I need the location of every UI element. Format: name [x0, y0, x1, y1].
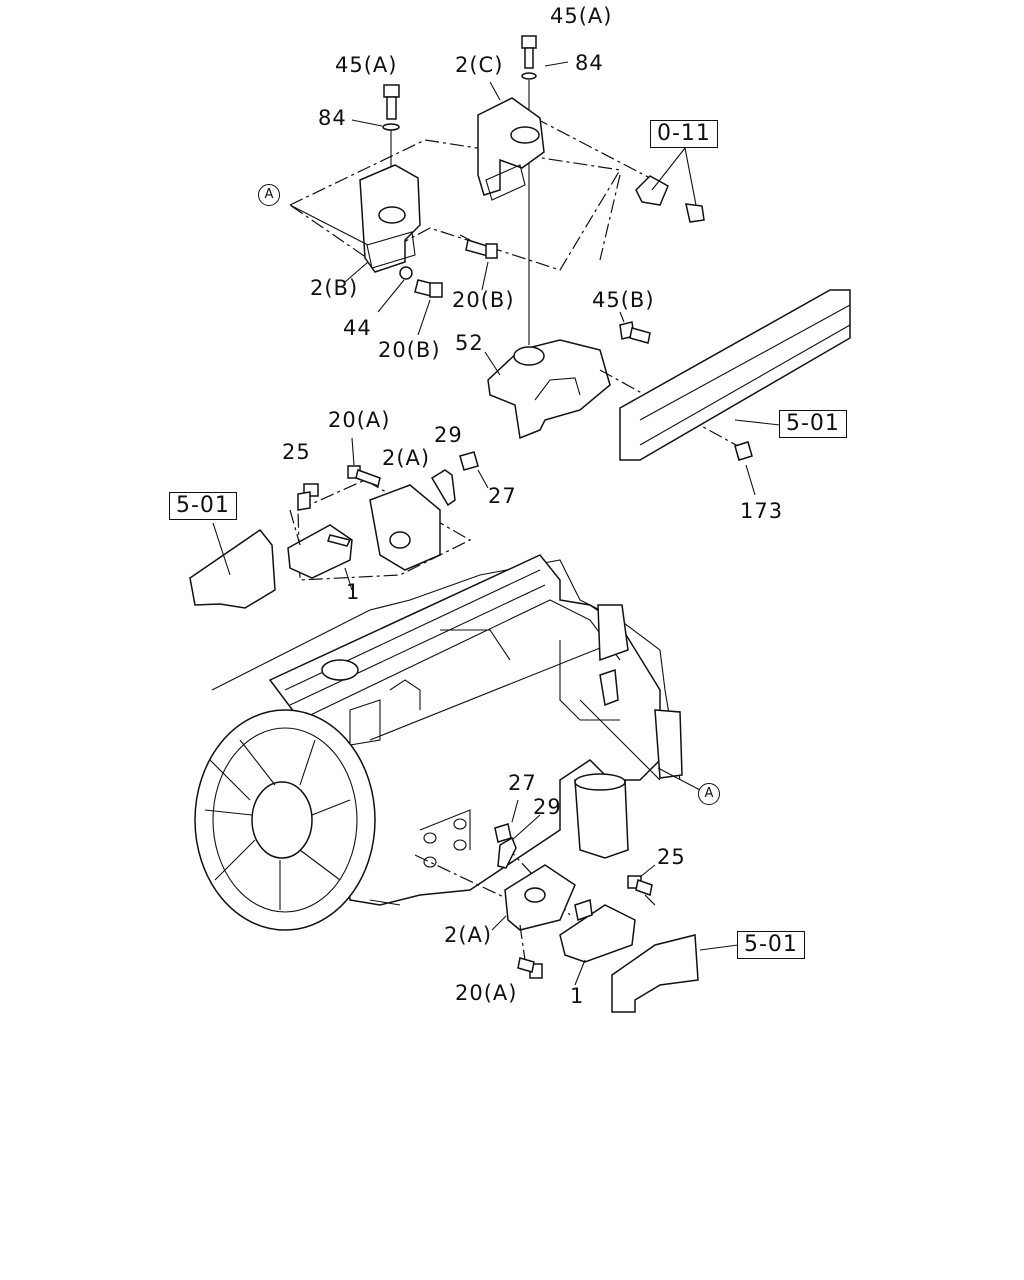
part-0-11: [635, 175, 705, 223]
label-52: 52: [455, 331, 484, 355]
ref-0-11: 0-11: [650, 120, 718, 148]
label-173: 173: [740, 499, 784, 523]
marker-a-top: A: [258, 184, 280, 206]
bracket-5-01-bottom: [611, 934, 699, 1013]
label-2c: 2(C): [455, 53, 504, 77]
label-27-top: 27: [488, 484, 517, 508]
label-1-bottom: 1: [570, 984, 585, 1008]
nut-27-top: [459, 451, 479, 471]
label-2a-bottom: 2(A): [444, 923, 493, 947]
bolt-25-bottom: [627, 875, 653, 896]
ref-5-01-bottom: 5-01: [737, 931, 805, 959]
bracket-2c: [477, 97, 545, 201]
label-1-top: 1: [346, 580, 361, 604]
label-25-top: 25: [282, 440, 311, 464]
insulator-1-bottom: [559, 899, 636, 963]
bolt-20b-left: [414, 279, 443, 298]
engine-outline-plane: [211, 559, 681, 781]
rear-mount-plane-outline: [288, 139, 621, 271]
label-20a-bottom: 20(A): [455, 981, 518, 1005]
label-29-top: 29: [434, 423, 463, 447]
insulator-1-top: [287, 524, 353, 579]
ref-5-01-frame: 5-01: [779, 410, 847, 438]
mount-52: [487, 339, 611, 440]
clip-29-bottom: [497, 836, 517, 869]
bolt-45b: [619, 321, 651, 344]
bolt-20a-bottom: [517, 957, 543, 979]
clip-29-top: [430, 469, 456, 507]
label-2a-top: 2(A): [382, 446, 431, 470]
bolt-25-top: [297, 483, 319, 511]
leader-0-11-down: [599, 174, 621, 261]
label-20a-top: 20(A): [328, 408, 391, 432]
label-2b: 2(B): [310, 276, 359, 300]
label-44: 44: [343, 316, 372, 340]
label-45b: 45(B): [592, 288, 655, 312]
bracket-2b: [359, 164, 421, 273]
label-84-left: 84: [318, 106, 347, 130]
label-45a-left: 45(A): [335, 53, 398, 77]
bracket-5-01-left: [189, 528, 276, 609]
cooling-fan: [194, 709, 376, 931]
label-25-bottom: 25: [657, 845, 686, 869]
label-20b-left: 20(B): [378, 338, 441, 362]
bolt-20b-mid: [465, 239, 498, 259]
leader-to-0-11: [534, 117, 651, 179]
label-45a-top: 45(A): [550, 4, 613, 28]
chassis-frame-right: [619, 289, 851, 461]
marker-a-right: A: [698, 783, 720, 805]
bolt-20a-top: [347, 465, 381, 487]
bolt-45a-top: [521, 35, 537, 80]
washer-44: [399, 266, 413, 280]
label-84-top: 84: [575, 51, 604, 75]
ref-5-01-left: 5-01: [169, 492, 237, 520]
label-27-bottom: 27: [508, 771, 537, 795]
bracket-2a-top: [369, 484, 441, 571]
bolt-45a-left: [382, 84, 400, 131]
label-29-bottom: 29: [533, 795, 562, 819]
nut-173: [734, 441, 753, 461]
bracket-2a-bottom: [504, 864, 576, 931]
label-20b-mid: 20(B): [452, 288, 515, 312]
